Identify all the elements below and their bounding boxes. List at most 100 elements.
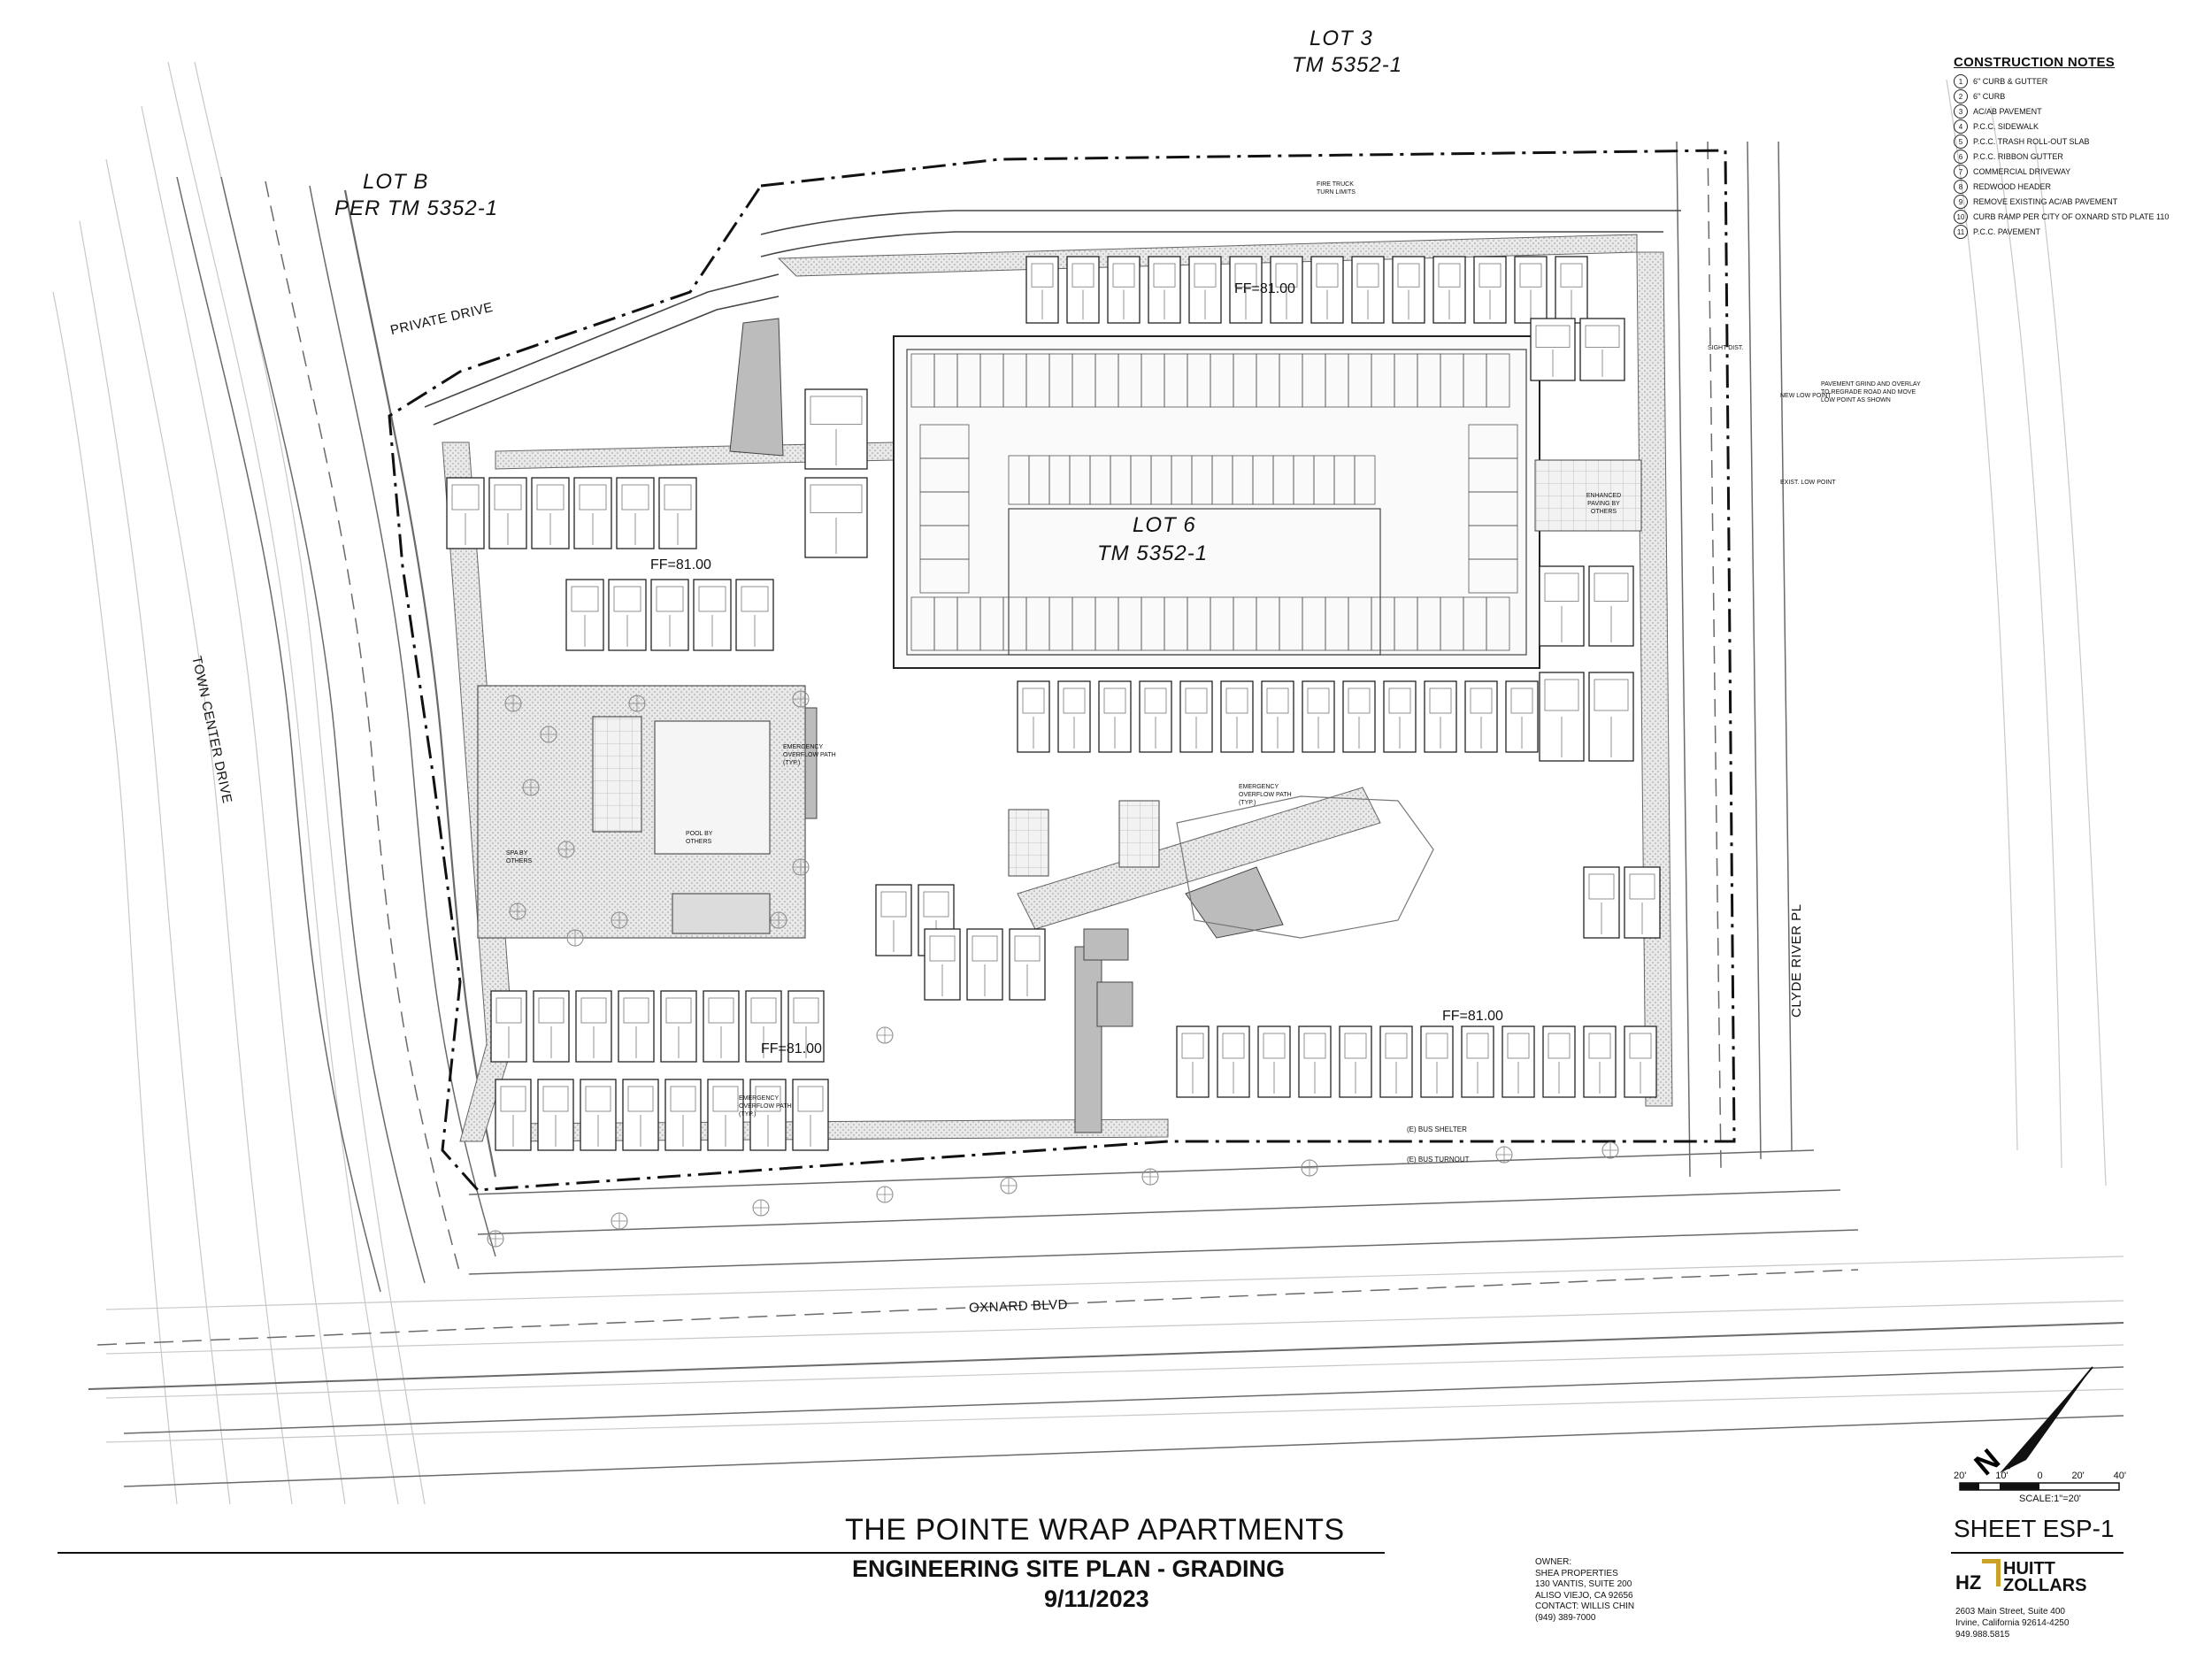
bus-turnout-callout: (E) BUS TURNOUT — [1407, 1156, 1470, 1164]
unit-room — [755, 1086, 781, 1112]
unit-room — [580, 997, 607, 1024]
ff-label-southeast: FF=81.00 — [1442, 1009, 1503, 1024]
unit-room — [494, 484, 522, 511]
unit-room — [1275, 263, 1298, 288]
unit-room — [1479, 263, 1502, 288]
tree-symbol-cross — [1142, 1169, 1158, 1185]
courtyard — [1176, 795, 1434, 939]
construction-note-number: 9 — [1954, 195, 1968, 209]
unit-room — [1388, 687, 1411, 714]
owner-line: OWNER: — [1535, 1557, 1572, 1567]
scale-label: SCALE:1"=20' — [2019, 1494, 2081, 1504]
ff-label-north: FF=81.00 — [1234, 281, 1295, 296]
fire-truck-callout: FIRE TRUCK TURN LIMITS — [1317, 181, 1356, 196]
unit-room — [923, 891, 949, 918]
unit-room — [621, 484, 649, 511]
construction-note-text: P.C.C. SIDEWALK — [1973, 122, 2039, 131]
construction-note-text: 6" CURB & GUTTER — [1973, 77, 2048, 86]
exist-low-point-callout: EXIST. LOW POINT — [1780, 480, 1836, 486]
sheet-date: 9/11/2023 — [1044, 1586, 1149, 1612]
unit-room — [1356, 263, 1379, 288]
unit-room — [1585, 325, 1620, 348]
construction-note-number: 3 — [1954, 104, 1968, 119]
unit-room — [1470, 687, 1493, 714]
parking-stall — [1468, 558, 1518, 594]
tree-symbol-cross — [1496, 1147, 1512, 1163]
unit-room — [1510, 687, 1533, 714]
tree-symbol-cross — [611, 1213, 627, 1229]
unit-room — [538, 997, 565, 1024]
north-curbs — [424, 210, 1681, 426]
ff-label-south: FF=81.00 — [761, 1041, 822, 1056]
construction-note-number: 7 — [1954, 165, 1968, 179]
parking-garage — [893, 335, 1540, 669]
owner-line: ALISO VIEJO, CA 92656 — [1535, 1590, 1633, 1601]
owner-line: SHEA PROPERTIES — [1535, 1568, 1618, 1578]
unit-room — [880, 891, 907, 918]
owner-block: OWNER: SHEA PROPERTIES 130 VANTIS, SUITE… — [1535, 1557, 1634, 1624]
unit-room — [656, 586, 684, 612]
emergency-overflow-callout-2: EMERGENCY OVERFLOW PATH (TYP.) — [1239, 784, 1292, 806]
scale-tick: 40' — [2113, 1471, 2126, 1481]
construction-note-number: 2 — [1954, 89, 1968, 104]
sheet-subtitle: ENGINEERING SITE PLAN - GRADING — [852, 1555, 1286, 1582]
emergency-overflow-callout-1: EMERGENCY OVERFLOW PATH (TYP.) — [783, 744, 836, 766]
construction-note-text: COMMERCIAL DRIVEWAY — [1973, 167, 2071, 176]
firm-logo-bracket — [1982, 1559, 2001, 1586]
new-low-point-callout: NEW LOW POINT — [1780, 393, 1832, 399]
tree-symbol-cross — [541, 726, 557, 742]
firm-address-line: 949.988.5815 — [1955, 1630, 2010, 1640]
unit-room — [1629, 1033, 1652, 1059]
owner-line: 130 VANTIS, SUITE 200 — [1535, 1579, 1632, 1589]
tree-symbol-cross — [558, 841, 574, 857]
tree-symbol-cross — [523, 780, 539, 795]
unit-room — [1014, 935, 1041, 962]
construction-note-number: 1 — [1954, 74, 1968, 88]
construction-note-number: 10 — [1954, 210, 1968, 224]
unit-room — [571, 586, 599, 612]
unit-room — [810, 396, 863, 425]
firm-address-line: 2603 Main Street, Suite 400 — [1955, 1607, 2065, 1617]
tree-symbol-cross — [629, 695, 645, 711]
unit-room — [797, 1086, 824, 1112]
tree-symbol-cross — [1001, 1178, 1017, 1194]
construction-note-number: 11 — [1954, 225, 1968, 239]
unit-room — [1071, 263, 1094, 288]
building-units — [446, 256, 1661, 1151]
unit-room — [670, 1086, 696, 1112]
unit-room — [665, 997, 692, 1024]
firm-name-1: HUITT — [2003, 1559, 2055, 1578]
unit-room — [1316, 263, 1339, 288]
unit-room — [495, 997, 522, 1024]
clyde-river-pl-label: CLYDE RIVER PL — [1789, 903, 1804, 1018]
unit-room — [1303, 1033, 1326, 1059]
town-center-drive-road — [176, 176, 497, 1293]
unit-room — [579, 484, 607, 511]
property-line — [388, 149, 1736, 1192]
pavement-grind-callout: PAVEMENT GRIND AND OVERLAY TO REGRADE RO… — [1821, 381, 1921, 403]
clyde-river-road — [1676, 141, 1793, 1178]
unit-room — [1519, 263, 1542, 288]
unit-room — [698, 586, 726, 612]
unit-room — [1535, 325, 1571, 348]
unit-room — [585, 1086, 611, 1112]
project-title: THE POINTE WRAP APARTMENTS — [845, 1513, 1345, 1547]
unit-room — [500, 1086, 526, 1112]
scale-tick: 10' — [1995, 1471, 2008, 1481]
unit-room — [1594, 679, 1629, 711]
tree-symbol-cross — [793, 691, 809, 707]
lot-3-label: LOT 3 — [1310, 27, 1373, 50]
parking-stall — [1486, 596, 1510, 651]
firm-logo: HZ HUITT ZOLLARS — [1955, 1559, 2132, 1603]
construction-note-text: REDWOOD HEADER — [1973, 182, 2052, 191]
north-arrow: N — [1968, 1366, 2093, 1482]
unit-room — [1112, 263, 1135, 288]
unit-room — [623, 997, 649, 1024]
unit-room — [712, 1086, 739, 1112]
firm-address: 2603 Main Street, Suite 400 Irvine, Cali… — [1955, 1606, 2069, 1640]
